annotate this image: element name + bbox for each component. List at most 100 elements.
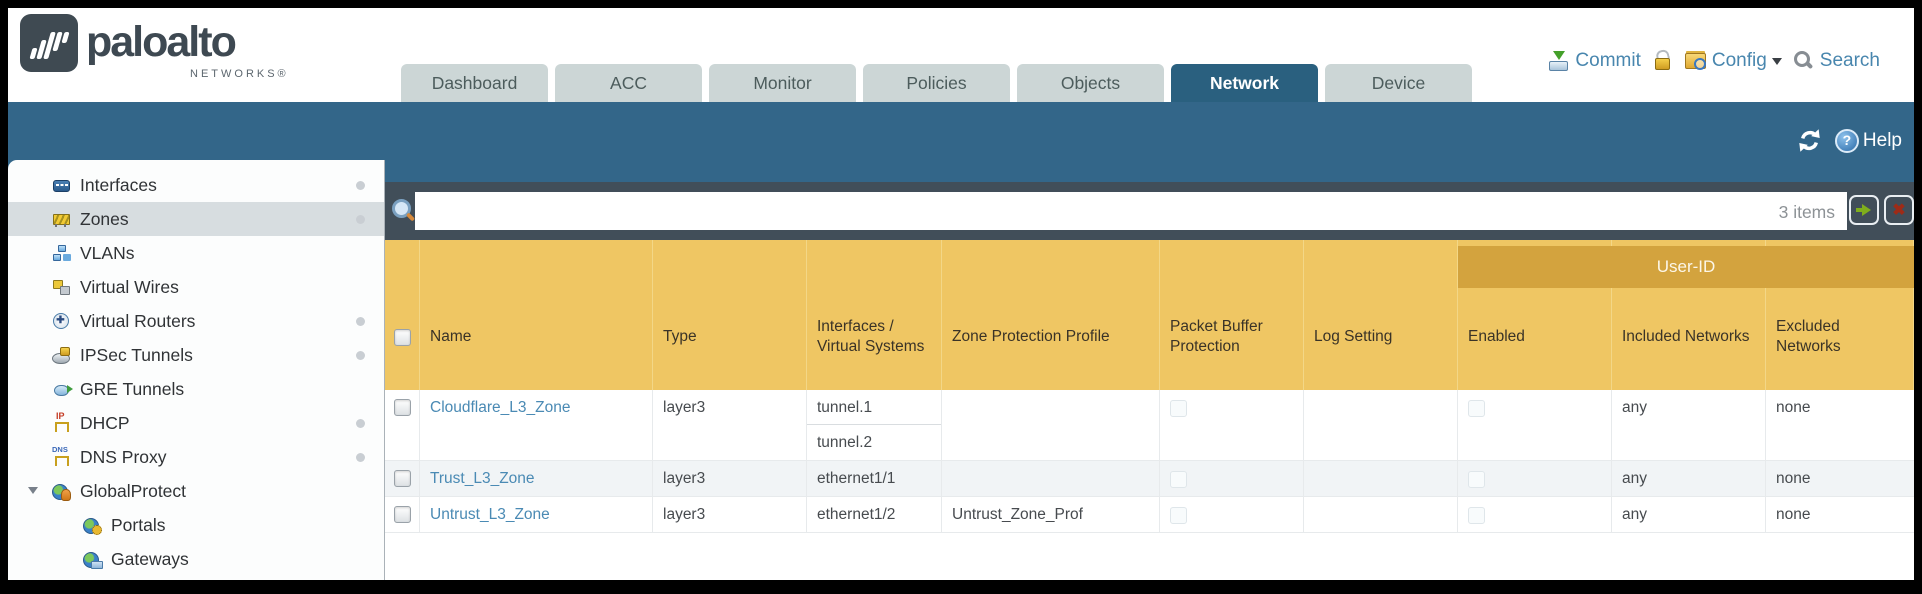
- sidebar-item-ipsec-tunnels[interactable]: IPSec Tunnels: [8, 338, 384, 372]
- sidebar-item-gre-tunnels[interactable]: GRE Tunnels: [8, 372, 384, 406]
- status-dot: [356, 351, 365, 360]
- column-header-zone-protection-profile[interactable]: Zone Protection Profile: [942, 240, 1160, 390]
- tab-dashboard[interactable]: Dashboard: [401, 64, 548, 102]
- column-header-packet-buffer-protection[interactable]: Packet Buffer Protection: [1160, 240, 1304, 390]
- unlock-icon[interactable]: [1652, 50, 1674, 72]
- row-checkbox[interactable]: [393, 399, 411, 416]
- config-menu-button[interactable]: Config: [1684, 50, 1782, 72]
- sidebar-item-globalprotect[interactable]: GlobalProtect: [8, 474, 384, 508]
- filter-input[interactable]: [415, 192, 1847, 230]
- name-cell: Trust_L3_Zone: [420, 461, 653, 496]
- sidebar-item-vlans[interactable]: VLANs: [8, 236, 384, 270]
- tab-device[interactable]: Device: [1325, 64, 1472, 102]
- log-setting-cell: [1304, 497, 1458, 532]
- included-networks-cell: any: [1612, 497, 1766, 532]
- sidebar-item-label: Virtual Wires: [80, 276, 179, 297]
- tab-network[interactable]: Network: [1171, 64, 1318, 102]
- table-row: Untrust_L3_Zone layer3 ethernet1/2 Untru…: [385, 497, 1914, 533]
- row-checkbox[interactable]: [393, 470, 411, 487]
- sidebar-item-gateways[interactable]: Gateways: [8, 542, 384, 576]
- user-id-enabled-cell: [1458, 461, 1612, 496]
- tab-policies[interactable]: Policies: [863, 64, 1010, 102]
- collapse-triangle-icon[interactable]: [28, 487, 38, 499]
- interface-subcell: ethernet1/2: [817, 506, 896, 523]
- apply-filter-button[interactable]: [1849, 195, 1879, 225]
- zone-name-link[interactable]: Trust_L3_Zone: [430, 470, 535, 487]
- help-button[interactable]: Help: [1834, 128, 1902, 153]
- excluded-networks-cell: none: [1776, 506, 1811, 523]
- interface-subcell: tunnel.2: [817, 434, 873, 451]
- zones-icon: [52, 210, 71, 229]
- sidebar-item-portals[interactable]: Portals: [8, 508, 384, 542]
- search-icon: [1793, 50, 1815, 72]
- clear-filter-button[interactable]: [1884, 195, 1914, 225]
- caret-down-icon: [1771, 58, 1782, 70]
- row-checkbox[interactable]: [393, 506, 411, 523]
- column-header-included-networks[interactable]: Included Networks: [1612, 240, 1766, 390]
- apply-filter-arrow-icon: [1856, 204, 1872, 216]
- sidebar-item-label: DHCP: [80, 412, 130, 433]
- tab-monitor[interactable]: Monitor: [709, 64, 856, 102]
- interface-subcell: tunnel.1: [807, 390, 941, 425]
- clear-filter-x-icon: [1892, 200, 1905, 220]
- user-id-enabled-checkbox: [1468, 507, 1485, 524]
- filter-toolbar: 3 items: [385, 182, 1914, 240]
- packet-buffer-protection-checkbox: [1170, 507, 1187, 524]
- zone-name-link[interactable]: Cloudflare_L3_Zone: [430, 399, 571, 416]
- search-button[interactable]: Search: [1793, 50, 1880, 72]
- brand-name: paloalto: [86, 18, 237, 66]
- utility-bar: Commit Config Search: [1548, 50, 1880, 72]
- column-header-enabled[interactable]: Enabled: [1458, 240, 1612, 390]
- sidebar-item-virtual-wires[interactable]: Virtual Wires: [8, 270, 384, 304]
- help-icon: [1834, 128, 1859, 153]
- paloalto-logo-icon: [20, 14, 78, 72]
- zone-name-link[interactable]: Untrust_L3_Zone: [430, 506, 550, 523]
- column-header-type[interactable]: Type: [653, 240, 807, 390]
- column-header-name[interactable]: Name: [420, 240, 653, 390]
- tab-acc[interactable]: ACC: [555, 64, 702, 102]
- included-networks-cell: any: [1612, 461, 1766, 496]
- sidebar-item-zones[interactable]: Zones: [8, 202, 384, 236]
- sidebar-item-label: IPSec Tunnels: [80, 344, 193, 365]
- commit-icon: [1548, 50, 1570, 72]
- select-all-checkbox[interactable]: [393, 328, 411, 346]
- table-row: Cloudflare_L3_Zone layer3 tunnel.1 tunne…: [385, 390, 1914, 461]
- sidebar-item-label: DNS Proxy: [80, 446, 167, 467]
- column-header-log-setting[interactable]: Log Setting: [1304, 240, 1458, 390]
- log-setting-cell: [1304, 461, 1458, 496]
- row-select-cell: [385, 390, 420, 460]
- status-dot: [356, 453, 365, 462]
- virtual-wires-icon: [52, 278, 71, 297]
- sidebar-item-interfaces[interactable]: Interfaces: [8, 168, 384, 202]
- user-id-enabled-cell: [1458, 497, 1612, 532]
- ipsec-tunnels-icon: [52, 346, 71, 365]
- sidebar-item-label: Gateways: [111, 548, 189, 569]
- commit-button[interactable]: Commit: [1548, 50, 1641, 72]
- vlans-icon: [52, 244, 71, 263]
- config-folder-icon: [1684, 50, 1707, 72]
- column-header-excluded-networks[interactable]: Excluded Networks: [1766, 240, 1914, 390]
- virtual-routers-icon: [52, 312, 71, 331]
- interfaces-cell: ethernet1/1: [807, 461, 942, 496]
- column-header-interfaces[interactable]: Interfaces / Virtual Systems: [807, 240, 942, 390]
- status-dot: [356, 181, 365, 190]
- tab-objects[interactable]: Objects: [1017, 64, 1164, 102]
- row-select-cell: [385, 461, 420, 496]
- gateways-icon: [83, 550, 103, 569]
- packet-buffer-protection-checkbox: [1170, 471, 1187, 488]
- status-dot: [356, 317, 365, 326]
- refresh-icon[interactable]: [1796, 128, 1823, 153]
- user-id-enabled-cell: [1458, 390, 1612, 460]
- interfaces-icon: [52, 176, 71, 195]
- help-label: Help: [1862, 129, 1902, 151]
- status-dot: [356, 419, 365, 428]
- globalprotect-icon: [52, 482, 71, 501]
- sidebar-item-dhcp[interactable]: DHCP: [8, 406, 384, 440]
- sidebar-item-virtual-routers[interactable]: Virtual Routers: [8, 304, 384, 338]
- sidebar-item-dns-proxy[interactable]: DNS Proxy: [8, 440, 384, 474]
- magnifier-icon: [391, 198, 417, 224]
- name-cell: Untrust_L3_Zone: [420, 497, 653, 532]
- dhcp-icon: [52, 411, 71, 433]
- included-networks-cell: any: [1612, 390, 1766, 460]
